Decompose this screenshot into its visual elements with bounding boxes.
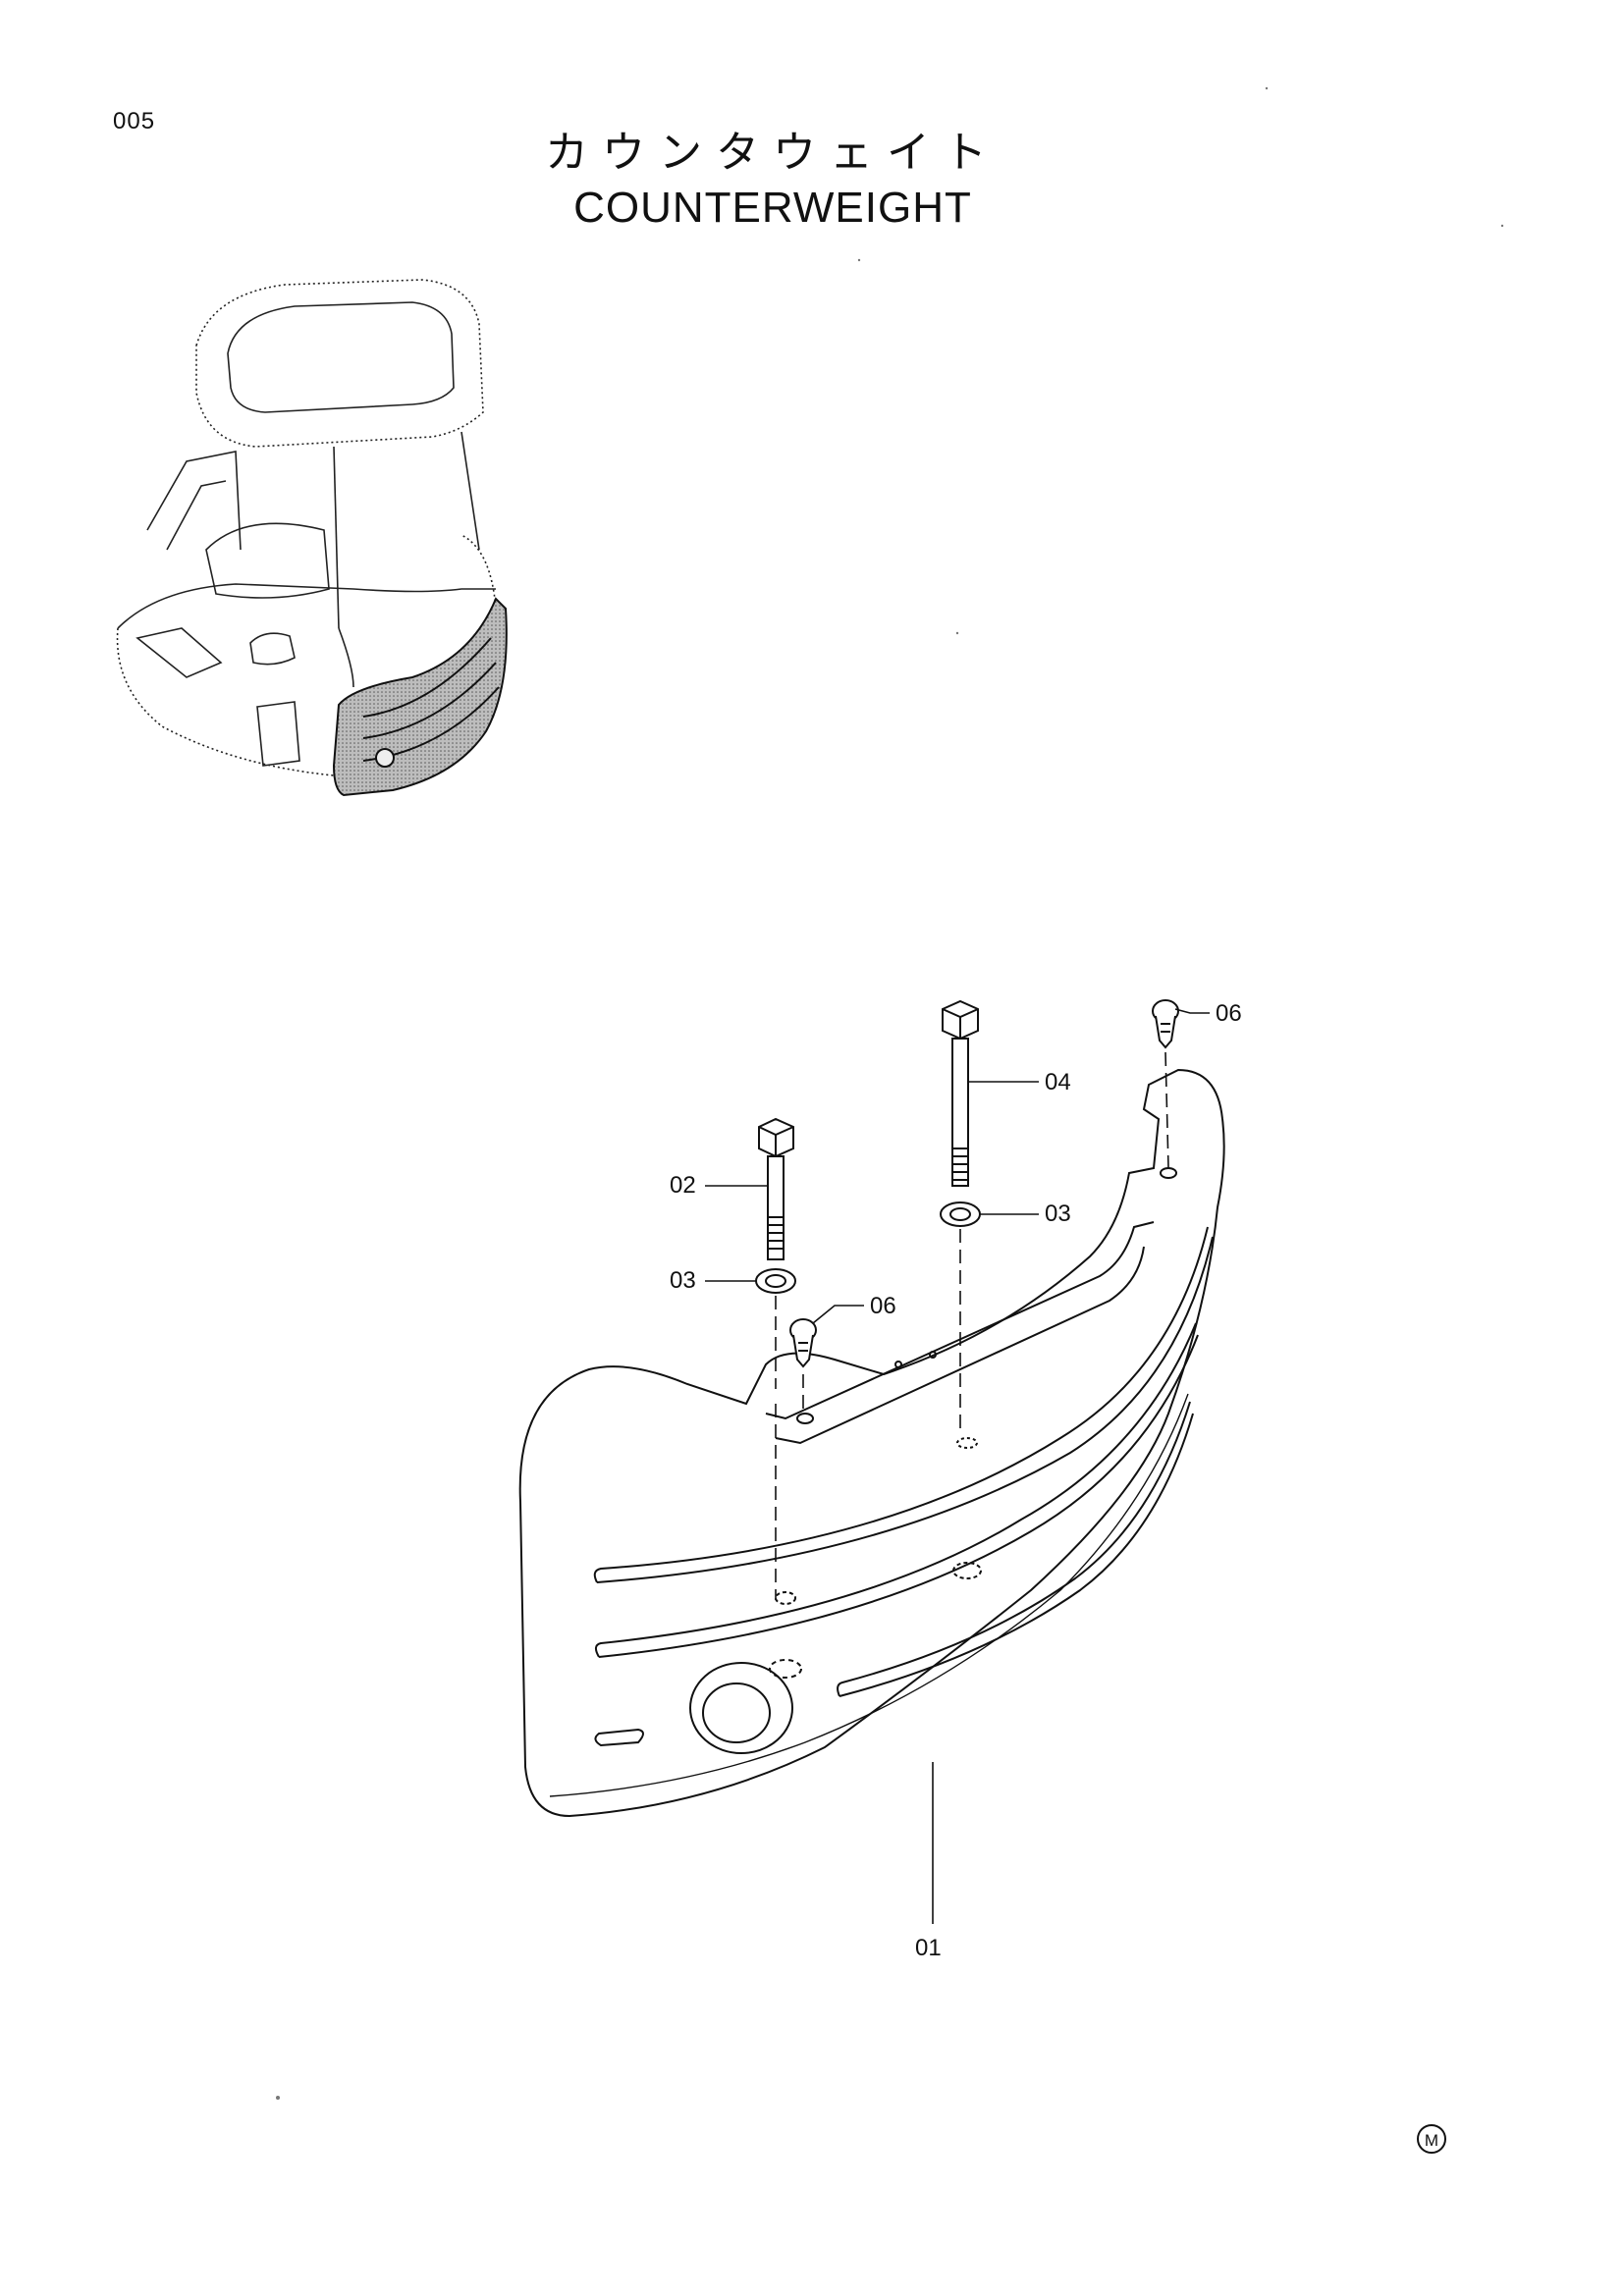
rib-2 — [598, 1334, 1199, 1658]
callout-02: 02 — [670, 1172, 696, 1199]
callout-04: 04 — [1045, 1069, 1071, 1095]
bolt-04 — [942, 999, 979, 1187]
scan-specks — [276, 86, 1504, 2100]
rib-1 — [596, 1236, 1214, 1583]
top-ledge-inner — [775, 1246, 1145, 1445]
circled-m-icon: M — [1417, 2124, 1446, 2154]
cab-side-frame — [166, 480, 227, 551]
fuel-cap — [249, 632, 296, 666]
cab-side-frame — [146, 451, 242, 551]
machine-locator-view — [116, 279, 508, 797]
callout-03: 03 — [1045, 1201, 1071, 1227]
body-line — [338, 627, 354, 688]
cab-roof-inner — [227, 301, 455, 413]
bolt-02 — [758, 1117, 794, 1260]
mount-hole — [956, 1437, 978, 1449]
seat — [205, 522, 330, 599]
rib-3 — [839, 1413, 1194, 1697]
side-door — [256, 701, 300, 767]
top-ledge — [765, 1221, 1155, 1420]
washer-03b — [940, 1201, 981, 1227]
lifting-hole-inner — [702, 1682, 771, 1743]
cab-pillar — [333, 446, 340, 629]
rib-4 — [594, 1728, 644, 1747]
cab-roof — [195, 279, 484, 448]
callout-06: 06 — [1216, 1000, 1242, 1027]
leader-lines — [705, 1008, 1210, 1924]
assembly-lines — [775, 1051, 1169, 1600]
callout-01: 01 — [915, 1935, 942, 1961]
lifting-hole-outer — [689, 1662, 793, 1754]
title-block: カウンタウェイト COUNTERWEIGHT — [0, 126, 1624, 236]
cab-pillar — [460, 431, 480, 551]
upper-body — [116, 534, 497, 781]
washer-03a — [755, 1268, 796, 1294]
deck-panel — [135, 627, 223, 678]
counterweight-body — [518, 1068, 1225, 1818]
clip-06a — [789, 1318, 817, 1368]
callout-03: 03 — [670, 1267, 696, 1294]
counterweight-part-01 — [518, 1068, 1225, 1818]
page-number: 005 — [113, 108, 156, 134]
upper-body-top — [117, 583, 496, 629]
mount-hole — [796, 1413, 814, 1424]
title-english: COUNTERWEIGHT — [573, 184, 972, 232]
callout-06: 06 — [870, 1293, 896, 1319]
clip-06b — [1152, 999, 1179, 1049]
title-japanese: カウンタウェイト — [545, 128, 1001, 178]
